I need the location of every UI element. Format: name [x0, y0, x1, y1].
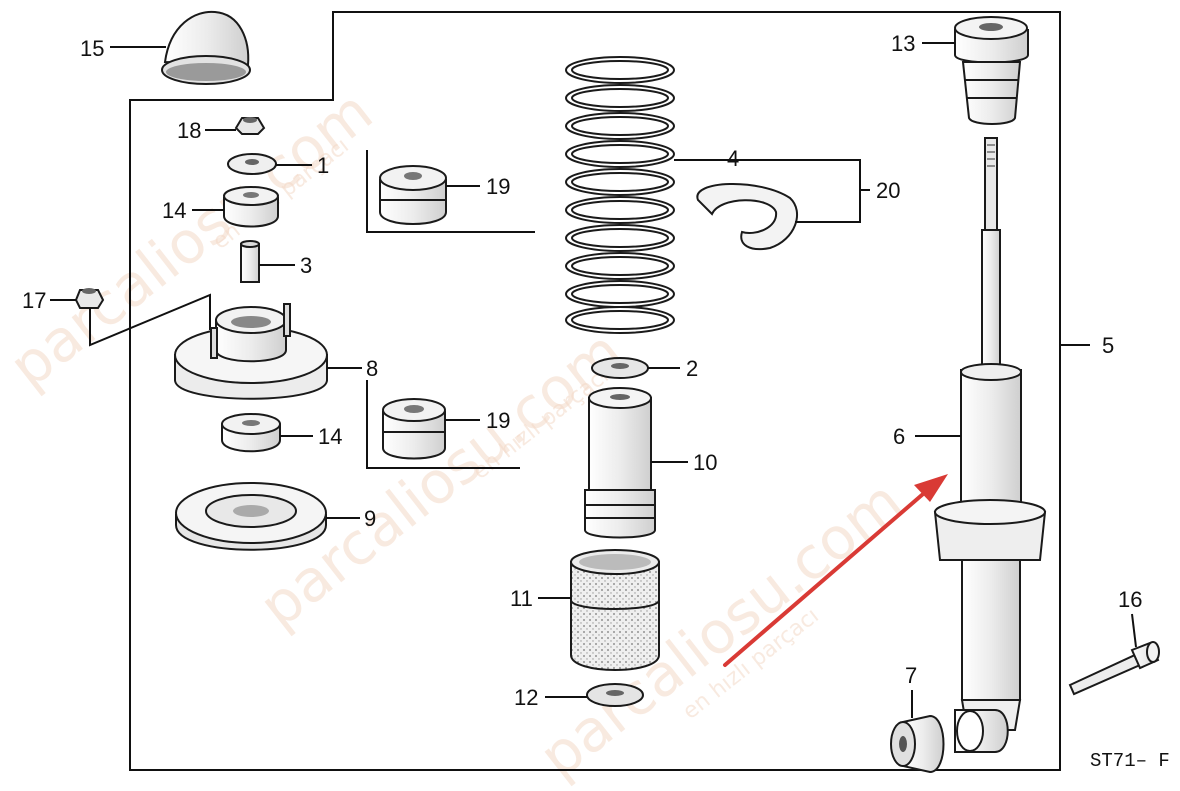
leader-line [366, 380, 520, 469]
part-label-18: 18 [177, 118, 201, 143]
leader-line [89, 293, 211, 347]
part-label-6: 6 [893, 424, 905, 449]
leader-line [795, 189, 870, 223]
watermark: parcaliosu.com parcaliosu.com parcaliosu… [0, 77, 915, 791]
part-label-15: 15 [80, 36, 104, 61]
part-label-5: 5 [1102, 333, 1114, 358]
part-label-17: 17 [22, 288, 46, 313]
part-label-14-lower: 14 [318, 424, 342, 449]
red-arrow-icon [723, 474, 948, 667]
leader-line [366, 150, 535, 233]
part-label-16: 16 [1118, 587, 1142, 612]
leader-line [674, 159, 861, 190]
assembly-frame [129, 11, 1061, 771]
part-label-19-upper: 19 [486, 174, 510, 199]
part-label-1: 1 [317, 153, 329, 178]
part-4-spring [565, 56, 675, 334]
part-label-9: 9 [364, 506, 376, 531]
part-3-collar [240, 240, 260, 283]
part-13-bumper [954, 16, 1029, 125]
part-16-bolt [1068, 641, 1160, 696]
part-label-2: 2 [686, 356, 698, 381]
part-14-bushing [221, 413, 281, 453]
part-label-10: 10 [693, 450, 717, 475]
diagram-code: ST71– F [1090, 750, 1170, 772]
part-9-seat [175, 482, 327, 551]
part-14-bushing [223, 186, 279, 228]
part-8-mount [174, 303, 328, 400]
part-19-stopper [379, 165, 447, 225]
part-12-washer [586, 683, 644, 707]
part-10-boot [584, 387, 656, 539]
part-19-stopper [382, 398, 446, 460]
part-17-nut [74, 288, 105, 309]
part-20-insulator [696, 183, 799, 251]
part-7-bushing [890, 714, 945, 774]
part-label-4: 4 [727, 146, 739, 171]
part-6-damper [933, 137, 1047, 753]
part-15-cap [161, 10, 251, 85]
part-2-washer [591, 357, 649, 379]
part-1-washer [227, 153, 277, 175]
part-label-8: 8 [366, 356, 378, 381]
part-label-13: 13 [891, 31, 915, 56]
part-label-12: 12 [514, 685, 538, 710]
part-18-nut [234, 117, 266, 135]
part-label-19-lower: 19 [486, 408, 510, 433]
part-label-11: 11 [510, 586, 533, 611]
part-label-14-upper: 14 [162, 198, 186, 223]
part-11-bumpstop [570, 549, 660, 671]
part-label-20: 20 [876, 178, 900, 203]
leader-line [1131, 613, 1137, 648]
part-label-7: 7 [905, 663, 917, 688]
part-label-3: 3 [300, 253, 312, 278]
